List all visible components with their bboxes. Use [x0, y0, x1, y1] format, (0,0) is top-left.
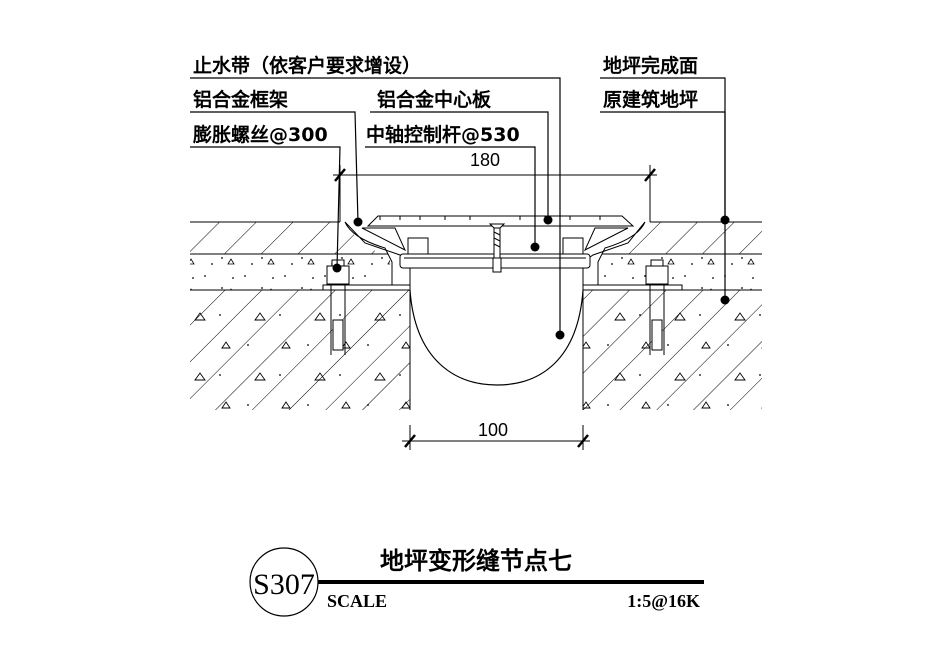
detail-number: S307 — [253, 568, 315, 601]
water-stop — [409, 289, 584, 386]
expansion-bolt-right — [645, 259, 669, 355]
dimension-bottom — [402, 425, 590, 450]
label-center-rod: 中轴控制杆@530 — [366, 123, 520, 146]
label-original-floor: 原建筑地坪 — [603, 88, 698, 111]
scale-label: SCALE — [327, 591, 387, 611]
label-water-stop: 止水带（依客户要求增设） — [193, 54, 421, 77]
detail-title: 地坪变形缝节点七 — [380, 547, 572, 575]
structural-slab — [190, 290, 762, 410]
dimension-bottom-value: 100 — [478, 420, 508, 440]
expansion-bolt-left — [326, 259, 350, 355]
dimension-top-value: 180 — [470, 150, 500, 170]
leader-lines — [190, 77, 726, 335]
center-control-rod — [488, 223, 506, 273]
label-expansion-bolt: 膨胀螺丝@300 — [192, 123, 328, 146]
finished-floor-layer — [190, 221, 762, 258]
label-aluminum-center-plate: 铝合金中心板 — [377, 88, 492, 111]
label-finished-floor: 地坪完成面 — [603, 54, 698, 77]
scale-value: 1:5@16K — [627, 591, 700, 611]
leader-dots — [332, 215, 730, 340]
label-aluminum-frame: 铝合金框架 — [193, 88, 288, 111]
dimension-top — [333, 165, 657, 222]
